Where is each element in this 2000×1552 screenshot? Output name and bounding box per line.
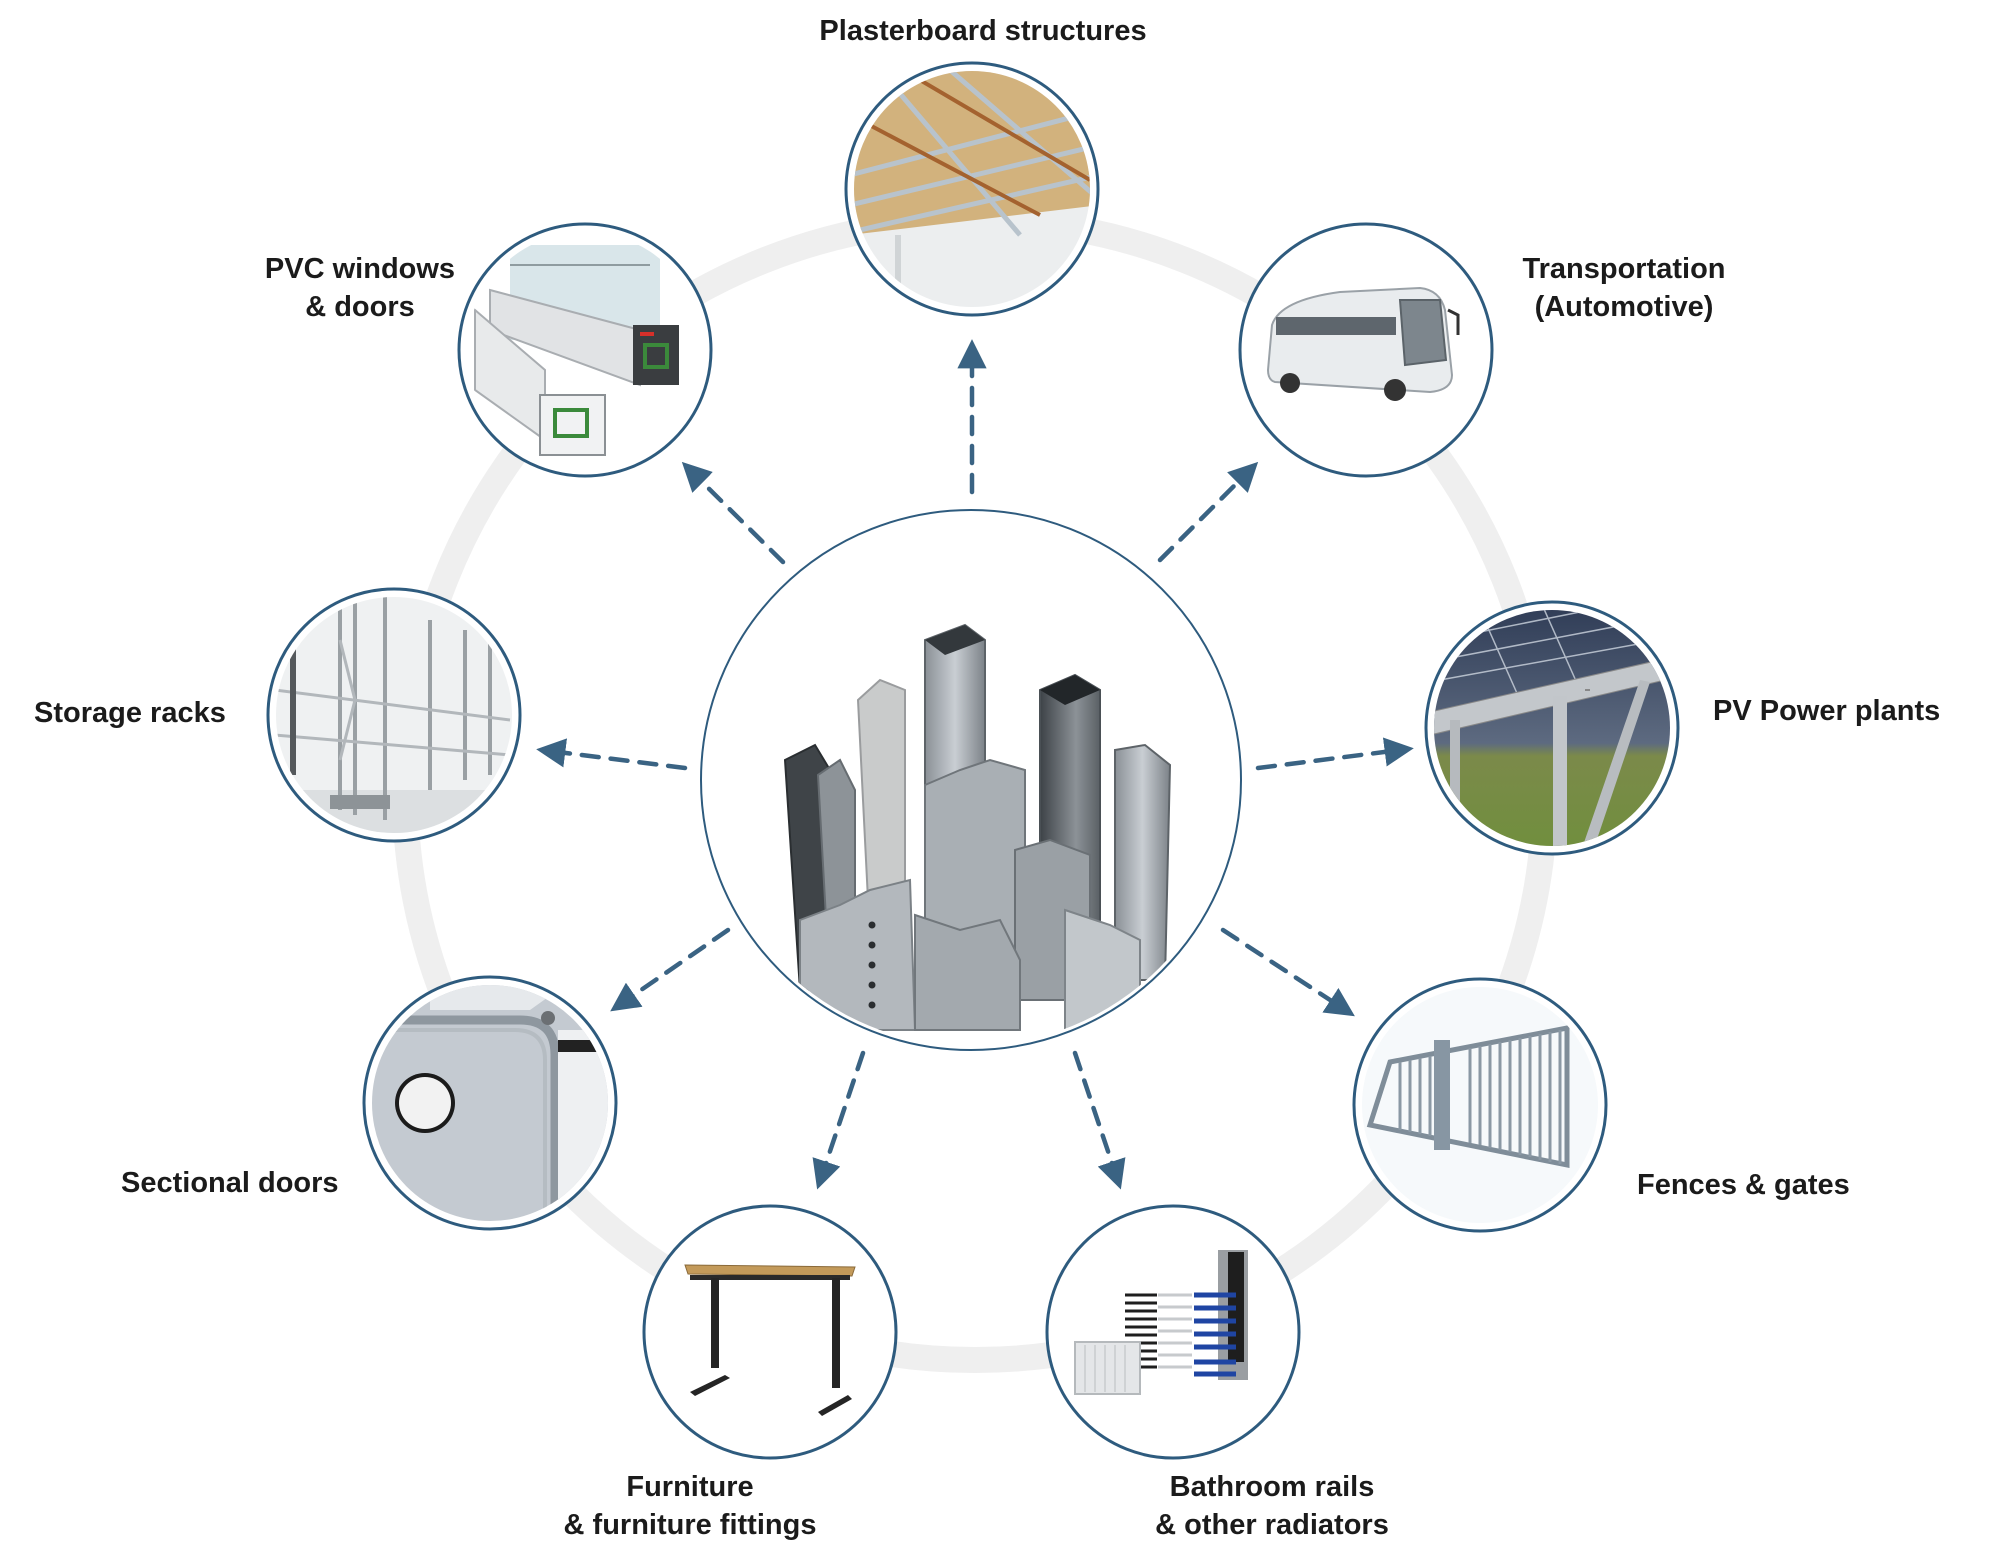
arrow-to-sectional [610, 927, 731, 1012]
pvc-window-profile-image [474, 245, 679, 456]
arrows [536, 339, 1414, 1190]
arrow-to-bathroom [1072, 1050, 1126, 1190]
arrow-to-transportation [1157, 461, 1259, 563]
arrow-to-furniture [812, 1050, 866, 1190]
arrow-to-pv [1255, 737, 1414, 771]
label-furniture: Furniture & furniture fittings [563, 1471, 817, 1541]
sliding-gate-image [1362, 987, 1598, 1223]
node-furniture [642, 1204, 898, 1460]
bus-image [1266, 286, 1460, 401]
label-storage: Storage racks [34, 697, 226, 729]
solar-panel-structure-image [1434, 610, 1670, 846]
label-fences: Fences & gates [1637, 1169, 1850, 1201]
node-transportation [1238, 222, 1494, 478]
label-pvc: PVC windows & doors [264, 253, 456, 323]
warehouse-racks-image [276, 597, 512, 833]
label-pv: PV Power plants [1713, 695, 1941, 727]
node-plasterboard [844, 61, 1100, 317]
steel-profiles-image [783, 623, 1172, 1031]
ceiling-plasterboard-image [854, 71, 1090, 307]
label-sectional: Sectional doors [121, 1167, 339, 1199]
center-node [700, 509, 1242, 1051]
radiators-image [1074, 1250, 1248, 1395]
label-plasterboard: Plasterboard structures [819, 15, 1147, 47]
arrow-to-pvc [681, 461, 786, 565]
arrow-to-storage [536, 738, 688, 771]
arrow-to-fences [1220, 927, 1355, 1017]
node-pvc [457, 222, 713, 478]
node-storage [266, 587, 522, 843]
node-bathroom [1045, 1204, 1301, 1460]
label-bathroom: Bathroom rails & other radiators [1155, 1471, 1389, 1541]
label-transportation: Transportation (Automotive) [1522, 253, 1726, 323]
standing-desk-image [684, 1264, 856, 1416]
node-sectional [362, 975, 618, 1231]
node-pv [1424, 600, 1680, 856]
node-fences [1352, 977, 1608, 1233]
